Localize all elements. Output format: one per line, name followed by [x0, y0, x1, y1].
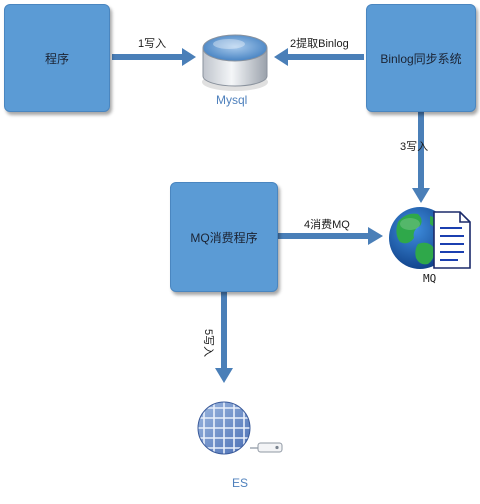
es-caption: ES: [232, 476, 249, 490]
arrow-write-1: [112, 48, 196, 66]
wire-globe-icon: [197, 401, 283, 455]
edge-label-write-5: 5写入: [202, 328, 215, 358]
mysql-caption: Mysql: [216, 93, 248, 107]
binlog-sync-label: Binlog同步系统: [380, 51, 462, 66]
arrow-write-3: [412, 112, 430, 203]
globe-document-icon: [389, 207, 471, 269]
binlog-sync-box: Binlog同步系统: [366, 4, 476, 112]
edge-label-consume-mq-4: 4消费MQ: [304, 219, 350, 231]
mq-consumer-label: MQ消费程序: [190, 230, 258, 245]
arrow-write-5: [215, 292, 233, 383]
mq-consumer-box: MQ消费程序: [170, 182, 278, 292]
arrow-fetch-binlog-2: [274, 48, 364, 66]
program-label: 程序: [44, 51, 69, 66]
edge-label-write-3: 3写入: [400, 141, 429, 153]
database-cylinder-icon: [202, 34, 268, 91]
mq-caption: MQ: [423, 272, 437, 285]
arrow-consume-mq-4: [278, 227, 383, 245]
edge-label-write-1: 1写入: [138, 38, 167, 50]
edge-label-fetch-binlog-2: 2提取Binlog: [290, 38, 349, 50]
program-box: 程序: [4, 4, 110, 112]
